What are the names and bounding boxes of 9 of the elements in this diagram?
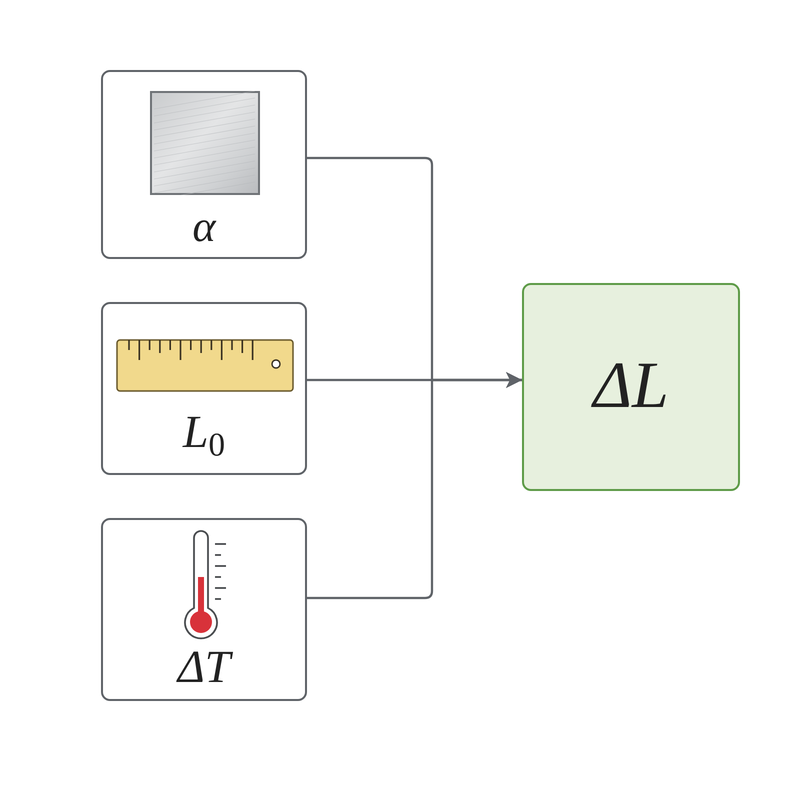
connector-arrow bbox=[307, 372, 522, 600]
input-box bbox=[101, 70, 307, 259]
math-symbol: ΔL bbox=[593, 350, 669, 423]
input-box bbox=[101, 302, 307, 475]
input-box bbox=[101, 518, 307, 701]
result-box bbox=[522, 283, 740, 491]
math-symbol: L$_{0}$ bbox=[182, 407, 226, 464]
math-symbol: α bbox=[192, 203, 216, 252]
math-symbol: ΔT bbox=[178, 642, 230, 693]
